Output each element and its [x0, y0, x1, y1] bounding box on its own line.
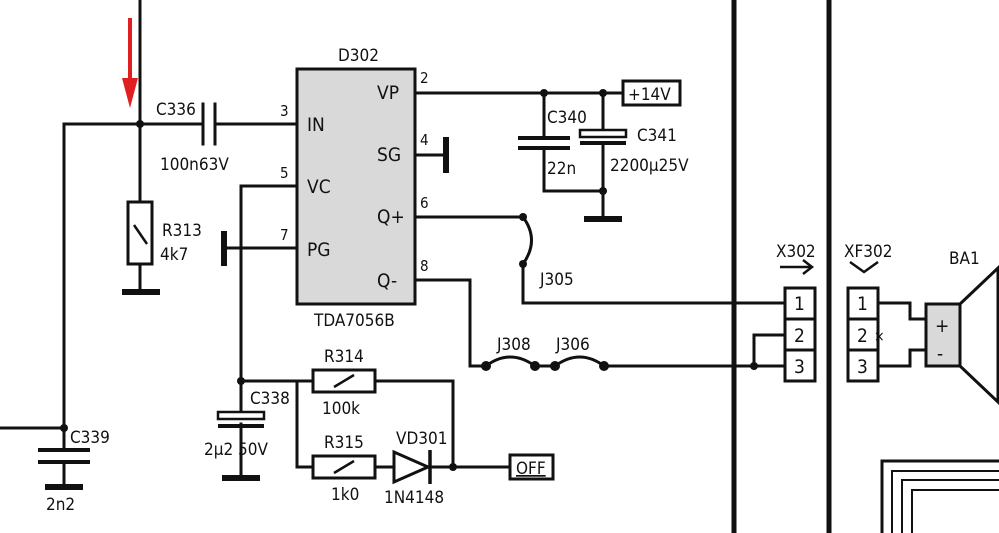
capacitor-c338	[216, 410, 266, 428]
speaker-plus-label: +	[935, 315, 949, 337]
c338-ref-label: C338	[250, 389, 290, 409]
vd301-ref-label: VD301	[396, 429, 447, 449]
xf302-pin-label: 3	[857, 356, 868, 378]
ic-pin-name-pg: PG	[307, 239, 331, 261]
input-wires	[0, 0, 299, 452]
j306-ref-label: J306	[555, 335, 590, 355]
ic-part-label: TDA7056B	[313, 311, 395, 331]
supply-net-label-box	[621, 79, 682, 107]
junction-dot	[449, 463, 457, 471]
signal-arrow-icon	[122, 18, 138, 108]
ic-pin-number: 4	[420, 131, 429, 149]
vd301-value-label: 1N4148	[384, 488, 444, 508]
j308-ref-label: J308	[496, 335, 531, 355]
output-wires	[413, 215, 787, 368]
xf302-arrow-icon	[849, 260, 879, 274]
x302-pin-label: 1	[794, 293, 805, 315]
c338-value-label: 2µ2 50V	[204, 440, 268, 460]
capacitor-c340	[518, 136, 570, 150]
off-net-label-box	[508, 453, 555, 481]
ic-pin-number: 7	[280, 226, 289, 244]
speaker-minus-label: -	[937, 343, 943, 365]
capacitor-c341	[578, 128, 628, 145]
jumper-j308	[481, 355, 540, 371]
resistor-r314	[311, 368, 377, 394]
ic-pin-number: 5	[280, 164, 289, 182]
ic-pin-name-sg: SG	[377, 144, 401, 166]
ic-ref-label: D302	[338, 46, 379, 66]
jumper-j305	[517, 213, 533, 268]
connector-xf302	[846, 286, 880, 383]
c336-value-label: 100n63V	[160, 155, 229, 175]
ic-pin-number: 8	[420, 257, 429, 275]
c339-ref-label: C339	[70, 428, 110, 448]
capacitor-c336	[201, 102, 217, 146]
off-net-label: OFF	[516, 459, 546, 479]
jumper-j306	[535, 355, 609, 371]
xf302-ref-label: XF302	[844, 242, 892, 262]
junction-dot	[599, 187, 607, 195]
resistor-r315	[311, 454, 377, 480]
r313-value-label: 4k7	[160, 245, 188, 265]
r313-ref-label: R313	[162, 221, 202, 241]
diode-vd301	[392, 449, 432, 485]
r315-value-label: 1k0	[331, 485, 359, 505]
c340-ref-label: C340	[547, 108, 587, 128]
ic-pin-number: 2	[420, 69, 429, 87]
resistor-r313	[126, 200, 154, 266]
junction-dot	[750, 362, 758, 370]
ic-pin-name-vp: VP	[377, 82, 399, 104]
xf302-pin-label: 2	[857, 325, 868, 347]
junction-dot	[540, 89, 548, 97]
ic-d302	[295, 67, 417, 306]
junction-dot	[60, 424, 68, 432]
junction-dot	[136, 120, 144, 128]
c341-value-label: 2200µ25V	[610, 156, 689, 176]
connector-x302	[783, 286, 817, 383]
c336-ref-label: C336	[156, 100, 196, 120]
c341-ref-label: C341	[637, 126, 677, 146]
ic-pin-name-qminus: Q-	[377, 270, 397, 292]
supply-wires	[413, 91, 625, 220]
x302-pin-label: 3	[794, 356, 805, 378]
capacitor-c339	[38, 448, 90, 488]
ic-pin-name-vc: VC	[307, 176, 331, 198]
junction-dot	[237, 377, 245, 385]
junction-dot	[599, 89, 607, 97]
xf302-nc-mark: ×	[874, 329, 885, 345]
ic-pin-number: 3	[280, 102, 289, 120]
ic-pin-name-in: IN	[307, 114, 325, 136]
supply-net-label: +14V	[628, 85, 671, 105]
x302-arrow-icon	[780, 259, 815, 275]
x302-pin-label: 2	[794, 325, 805, 347]
xf302-pin-label: 1	[857, 293, 868, 315]
c339-value-label: 2n2	[46, 495, 75, 515]
speaker-ref-label: BA1	[949, 249, 980, 269]
frame-corner	[880, 459, 999, 533]
vc-pg-wires	[222, 184, 512, 480]
speaker-ba1	[876, 264, 999, 406]
ic-pin-number: 6	[420, 194, 429, 212]
x302-ref-label: X302	[776, 242, 816, 262]
r314-ref-label: R314	[324, 347, 364, 367]
j305-ref-label: J305	[539, 270, 574, 290]
r314-value-label: 100k	[322, 399, 360, 419]
c340-value-label: 22n	[547, 159, 576, 179]
ic-pin-name-qplus: Q+	[377, 206, 405, 228]
r315-ref-label: R315	[324, 433, 364, 453]
